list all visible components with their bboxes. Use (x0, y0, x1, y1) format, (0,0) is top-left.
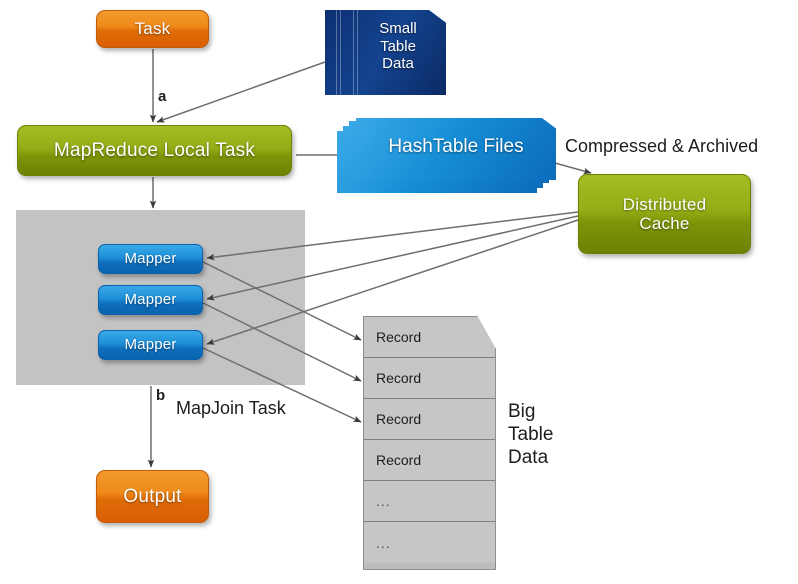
node-output-label: Output (123, 485, 182, 507)
edge-label-compressed-archived: Compressed & Archived (565, 136, 759, 156)
node-mapper-1-label: Mapper (124, 249, 177, 267)
big-table-label-line-3: Data (508, 447, 549, 469)
node-mapper-3-label: Mapper (124, 335, 177, 353)
small-table-stack-edge (336, 10, 337, 95)
big-table-row: Record (364, 440, 495, 481)
small-table-stack-edge (340, 10, 341, 95)
big-table-row: Record (364, 317, 495, 358)
edge-label-a: a (158, 88, 167, 105)
node-small-table-data[interactable]: Small Table Data (325, 10, 446, 95)
node-big-table-data-label: Big Table Data (508, 400, 553, 470)
big-table-row-label: Record (376, 329, 422, 345)
big-table-label-line-1: Big (508, 401, 536, 422)
node-mapper-3[interactable]: Mapper (98, 330, 203, 360)
node-task[interactable]: Task (96, 10, 209, 48)
node-distributed-cache[interactable]: Distributed Cache (578, 174, 751, 254)
node-mapper-2[interactable]: Mapper (98, 285, 203, 315)
node-mapper-1[interactable]: Mapper (98, 244, 203, 274)
small-table-stack-edge (353, 10, 354, 95)
node-hashtable-files[interactable]: HashTable Files (337, 118, 556, 193)
big-table-row-label: ... (376, 493, 391, 509)
big-table-row-label: Record (376, 411, 422, 427)
node-task-label: Task (134, 19, 171, 39)
node-small-table-data-label: Small Table Data (359, 20, 437, 73)
node-distributed-cache-label: Distributed Cache (623, 195, 706, 233)
small-table-line-1: Small (379, 20, 417, 37)
big-table-row-label: Record (376, 452, 422, 468)
node-mapper-2-label: Mapper (124, 290, 177, 308)
small-table-stack-edge (357, 10, 358, 95)
big-table-label-line-2: Table (508, 424, 554, 446)
edge-label-b: b (156, 387, 166, 404)
node-hashtable-files-label: HashTable Files (388, 136, 524, 157)
node-mapreduce-local-task[interactable]: MapReduce Local Task (17, 125, 292, 176)
hashtable-sheet (356, 118, 556, 180)
edge-smalltable-to-mrlocal (156, 61, 326, 123)
big-table-row: ... (364, 481, 495, 522)
big-table-row-label: ... (376, 534, 391, 551)
node-output[interactable]: Output (96, 470, 209, 523)
small-table-line-2: Table (380, 37, 416, 55)
big-table-row-label: Record (376, 370, 422, 386)
distributed-cache-line-1: Distributed (622, 194, 707, 214)
node-mapreduce-local-task-label: MapReduce Local Task (53, 139, 256, 161)
big-table-row: Record (364, 358, 495, 399)
small-table-line-3: Data (382, 55, 414, 73)
big-table-row: Record (364, 399, 495, 440)
mapjoin-task-caption: MapJoin Task (176, 398, 286, 418)
distributed-cache-line-2: Cache (639, 214, 690, 233)
big-table-row: ... (364, 522, 495, 563)
small-table-sheet (325, 10, 446, 95)
node-big-table-data[interactable]: Record Record Record Record ... ... (363, 316, 496, 570)
